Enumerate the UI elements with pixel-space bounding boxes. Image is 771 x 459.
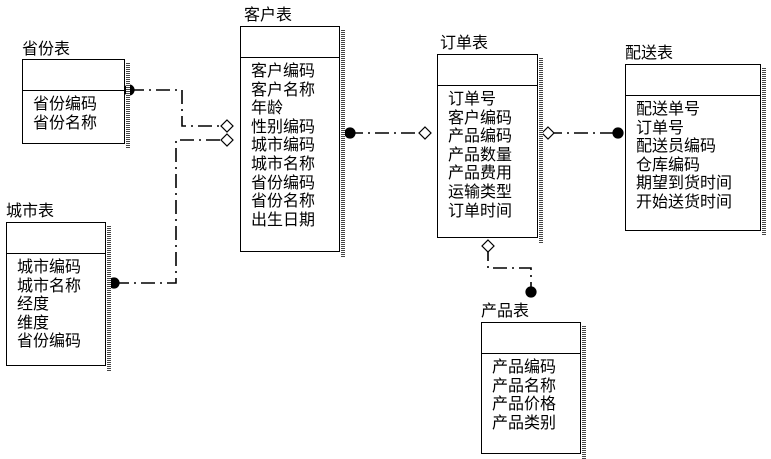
entity-title-order: 订单表 xyxy=(440,33,489,52)
entity-title-city: 城市表 xyxy=(6,201,55,220)
entity-header xyxy=(438,55,537,86)
dot-delivery xyxy=(612,127,624,139)
field: 产品名称 xyxy=(492,375,557,395)
field: 期望到货时间 xyxy=(636,173,733,193)
dot-product xyxy=(525,286,537,298)
field: 订单号 xyxy=(448,89,497,108)
er-diagram: 省份表 省份编码 省份名称 城市表 城市编码 城市名称 经度 维度 省份编码 客… xyxy=(6,5,766,459)
entity-customer: 客户编码 客户名称 年龄 性别编码 城市编码 城市名称 省份编码 省份名称 出生… xyxy=(240,26,345,257)
field: 客户编码 xyxy=(251,61,316,80)
field-list: 配送单号 订单号 配送员编码 仓库编码 期望到货时间 开始送货时间 xyxy=(626,96,760,212)
field-list: 城市编码 城市名称 经度 维度 省份编码 xyxy=(7,254,105,351)
field: 客户名称 xyxy=(251,79,316,99)
diamond-order-left xyxy=(418,126,432,140)
field: 订单号 xyxy=(636,117,685,137)
field: 省份名称 xyxy=(33,112,98,132)
relationship-city-customer xyxy=(115,139,227,284)
entity-city: 城市编码 城市名称 经度 维度 省份编码 xyxy=(6,222,111,371)
diamond-order-right xyxy=(541,126,555,140)
field: 省份编码 xyxy=(17,331,82,351)
field: 开始送货时间 xyxy=(636,191,733,211)
entity-order: 订单号 客户编码 产品编码 产品数量 产品费用 运输类型 订单时间 xyxy=(437,54,543,243)
field: 产品数量 xyxy=(448,144,513,164)
field: 城市名称 xyxy=(251,153,316,173)
entity-title-product: 产品表 xyxy=(481,301,530,320)
field: 城市名称 xyxy=(17,275,82,295)
entity-delivery: 配送单号 订单号 配送员编码 仓库编码 期望到货时间 开始送货时间 xyxy=(625,64,766,236)
field: 性别编码 xyxy=(251,116,316,136)
diamond-order-bottom xyxy=(481,239,495,253)
entity-header xyxy=(7,223,105,254)
entity-header xyxy=(241,27,339,58)
field: 年龄 xyxy=(251,98,284,118)
entity-product: 产品编码 产品名称 产品价格 产品类别 xyxy=(481,322,586,459)
field: 仓库编码 xyxy=(636,154,701,174)
field: 省份名称 xyxy=(251,191,316,211)
field-list: 产品编码 产品名称 产品价格 产品类别 xyxy=(482,354,580,432)
entity-header xyxy=(23,60,124,91)
field: 产品编码 xyxy=(448,126,513,146)
field: 省份编码 xyxy=(33,94,98,113)
dot-customer xyxy=(344,127,356,139)
field: 产品价格 xyxy=(492,394,557,414)
field: 订单时间 xyxy=(448,200,513,220)
field: 配送单号 xyxy=(636,99,701,118)
field: 运输类型 xyxy=(448,181,513,201)
field: 出生日期 xyxy=(251,209,316,229)
field-list: 省份编码 省份名称 xyxy=(23,91,124,132)
field: 省份编码 xyxy=(251,172,316,192)
field: 产品费用 xyxy=(448,163,513,183)
relationship-order-product xyxy=(487,247,532,292)
field-list: 客户编码 客户名称 年龄 性别编码 城市编码 城市名称 省份编码 省份名称 出生… xyxy=(241,58,339,229)
entity-title-customer: 客户表 xyxy=(244,5,293,24)
entity-title-province: 省份表 xyxy=(22,39,71,58)
field: 客户编码 xyxy=(448,107,513,127)
relationship-lines xyxy=(108,84,624,298)
relationship-province-customer xyxy=(130,89,227,127)
field: 城市编码 xyxy=(17,257,82,276)
field: 经度 xyxy=(17,294,50,314)
diamond-customer-1 xyxy=(220,119,234,133)
diamond-customer-2 xyxy=(220,133,234,147)
field: 配送员编码 xyxy=(636,136,717,156)
entity-header xyxy=(482,323,580,354)
entity-province: 省份编码 省份名称 xyxy=(22,59,130,149)
entity-header xyxy=(626,65,760,96)
field: 产品编码 xyxy=(492,357,557,376)
entity-title-delivery: 配送表 xyxy=(625,43,674,62)
field-list: 订单号 客户编码 产品编码 产品数量 产品费用 运输类型 订单时间 xyxy=(438,86,537,220)
field: 产品类别 xyxy=(492,412,557,432)
field: 城市编码 xyxy=(251,135,316,155)
field: 维度 xyxy=(17,312,50,332)
